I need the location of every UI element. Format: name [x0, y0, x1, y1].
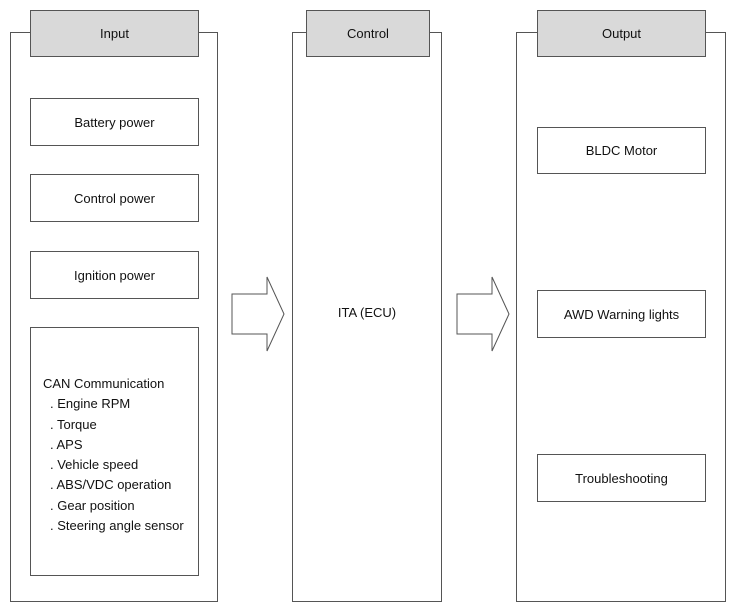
flow-arrow-control-to-output: [456, 276, 510, 352]
output-header: Output: [537, 10, 706, 57]
can-item-gear-position: . Gear position: [50, 497, 135, 513]
can-item-aps: . APS: [50, 436, 83, 452]
battery-power-box: Battery power: [30, 98, 199, 146]
control-power-box: Control power: [30, 174, 199, 222]
awd-warning-lights-box: AWD Warning lights: [537, 290, 706, 338]
control-header: Control: [306, 10, 430, 57]
can-item-engine-rpm: . Engine RPM: [50, 396, 131, 412]
can-communication-title: CAN Communication: [43, 376, 165, 391]
can-item-vehicle-speed: . Vehicle speed: [50, 457, 139, 473]
flow-arrow-input-to-control: [231, 276, 285, 352]
can-communication-list: CAN Communication . Engine RPM . Torque …: [43, 374, 184, 536]
can-communication-box: CAN Communication . Engine RPM . Torque …: [30, 327, 199, 576]
can-item-steering-angle: . Steering angle sensor: [50, 518, 184, 534]
ignition-power-box: Ignition power: [30, 251, 199, 299]
bldc-motor-box: BLDC Motor: [537, 127, 706, 174]
ita-ecu-label: ITA (ECU): [337, 305, 397, 320]
input-header: Input: [30, 10, 199, 57]
can-item-torque: . Torque: [50, 416, 97, 432]
control-panel: [292, 32, 442, 602]
troubleshooting-box: Troubleshooting: [537, 454, 706, 502]
can-item-abs-vdc: . ABS/VDC operation: [50, 477, 172, 493]
